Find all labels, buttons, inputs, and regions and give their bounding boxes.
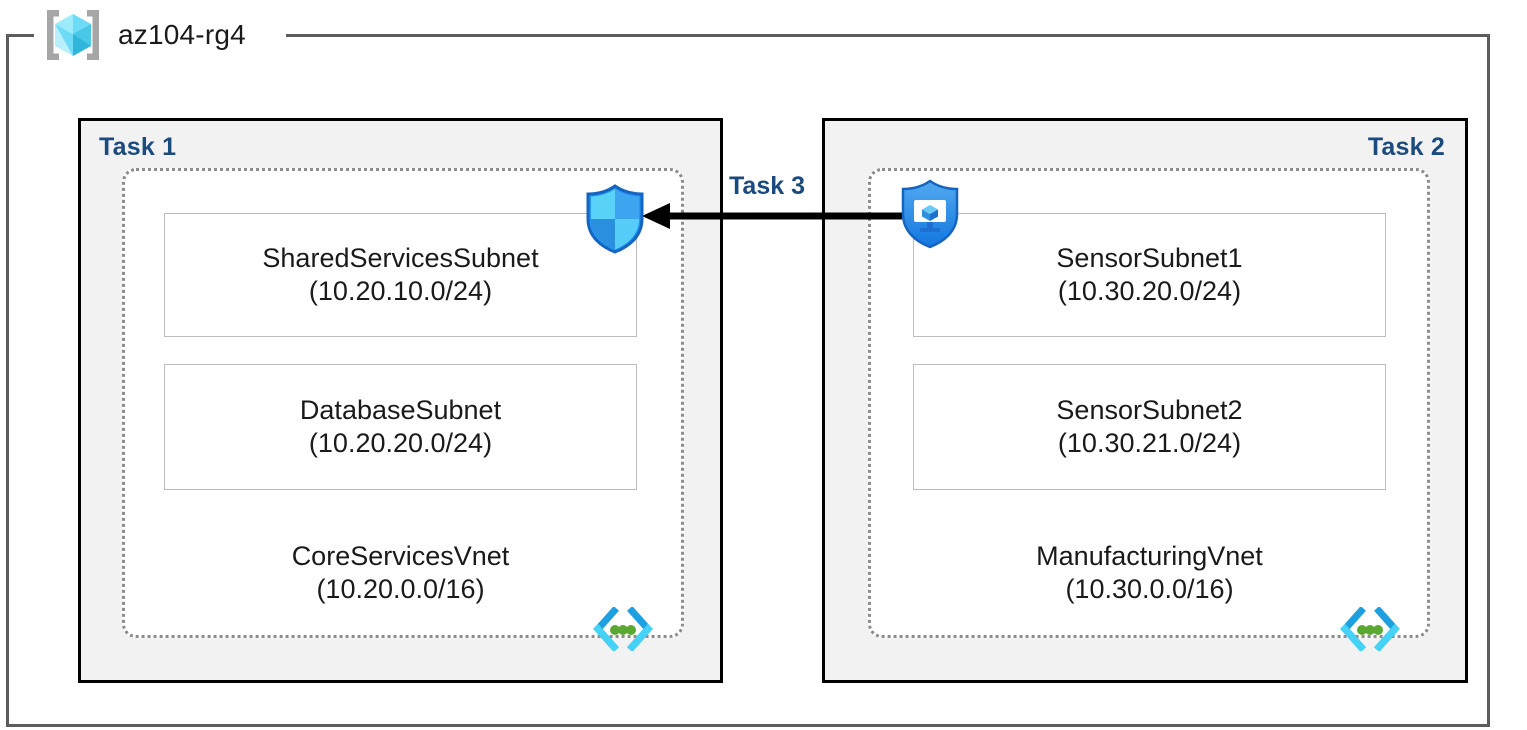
vnet-name: ManufacturingVnet [1036, 541, 1263, 571]
vnet-name: CoreServicesVnet [291, 541, 510, 571]
resource-group-header: az104-rg4 [42, 2, 246, 68]
subnet-database: DatabaseSubnet (10.20.20.0/24) [164, 364, 637, 490]
subnet-name: SensorSubnet2 [1056, 395, 1243, 426]
resource-group-name: az104-rg4 [118, 19, 246, 50]
manufacturing-vnet-caption: ManufacturingVnet (10.30.0.0/16) [913, 540, 1386, 606]
core-services-vnet-caption: CoreServicesVnet (10.20.0.0/16) [164, 540, 637, 606]
subnet-sensor-2: SensorSubnet2 (10.30.21.0/24) [913, 364, 1386, 490]
network-security-group-shield-icon [583, 183, 647, 260]
subnet-name: SharedServicesSubnet [262, 243, 539, 274]
subnet-cidr: (10.20.20.0/24) [308, 428, 493, 458]
resource-group-frame [6, 34, 1490, 727]
task2-label: Task 2 [1367, 133, 1445, 161]
vnet-cidr: (10.20.0.0/16) [316, 573, 485, 604]
vnet-cidr: (10.30.0.0/16) [1065, 573, 1234, 604]
subnet-name: DatabaseSubnet [299, 395, 502, 426]
subnet-name: SensorSubnet1 [1056, 243, 1243, 274]
task3-label: Task 3 [723, 172, 811, 201]
subnet-cidr: (10.30.21.0/24) [1057, 428, 1242, 458]
virtual-network-icon [1339, 606, 1401, 652]
subnet-shared-services: SharedServicesSubnet (10.20.10.0/24) [164, 213, 637, 337]
virtual-network-icon [592, 606, 654, 652]
azure-resource-group-cube-icon [42, 5, 104, 65]
subnet-cidr: (10.20.10.0/24) [308, 276, 493, 306]
vm-protection-shield-icon [898, 178, 962, 255]
task1-label: Task 1 [99, 133, 177, 161]
subnet-sensor-1: SensorSubnet1 (10.30.20.0/24) [913, 213, 1386, 337]
peering-arrow [642, 203, 902, 229]
subnet-cidr: (10.30.20.0/24) [1057, 276, 1242, 306]
